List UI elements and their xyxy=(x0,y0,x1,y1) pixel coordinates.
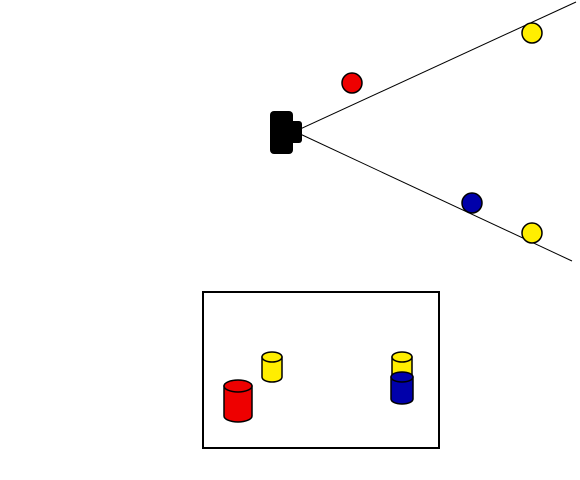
cylinder-top xyxy=(261,351,283,363)
yellow-ball-lower xyxy=(521,222,543,244)
yellow-ball-upper xyxy=(521,22,543,44)
cylinder-body xyxy=(223,385,253,423)
red-cylinder xyxy=(223,379,253,423)
camera-icon xyxy=(270,111,302,154)
cylinder-body xyxy=(390,376,414,405)
blue-ball xyxy=(461,192,483,214)
red-ball xyxy=(341,72,363,94)
cylinder-body xyxy=(261,356,283,383)
yellow-cylinder-left xyxy=(261,351,283,383)
cylinder-top xyxy=(390,371,414,383)
camera-view-frame xyxy=(202,291,440,449)
cylinder-top xyxy=(223,379,253,393)
blue-cylinder xyxy=(390,371,414,405)
cylinder-top xyxy=(391,351,413,363)
